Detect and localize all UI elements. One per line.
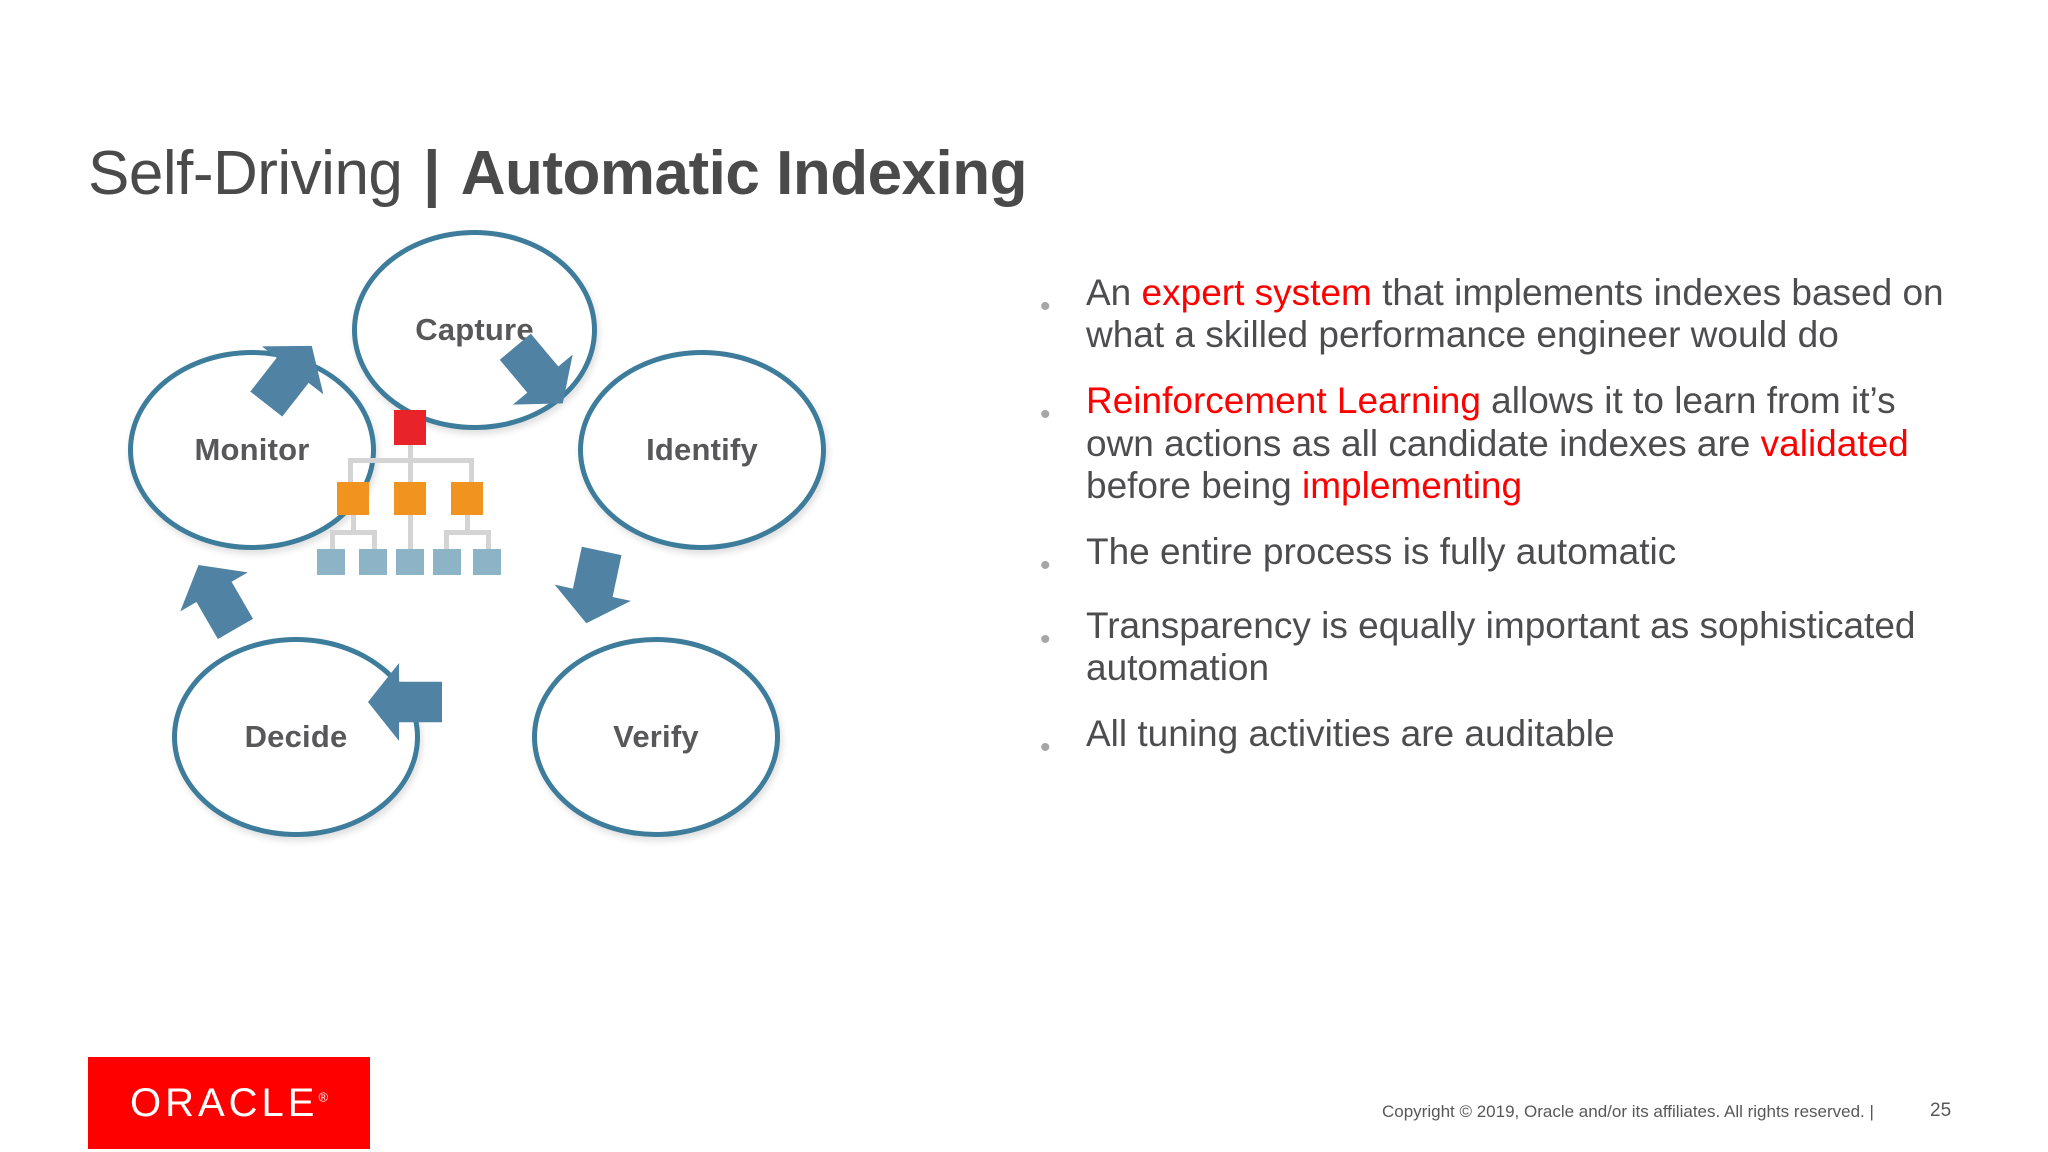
tree-connector [351, 515, 356, 533]
tree-connector [330, 530, 377, 535]
tree-leaf-node [359, 549, 387, 575]
bullet-segment: before being [1086, 464, 1303, 506]
tree-connector [330, 530, 335, 550]
bullet-segment: All tuning activities are auditable [1086, 713, 1615, 755]
cycle-node-monitor: Monitor [128, 350, 376, 550]
page-number: 25 [1930, 1100, 1952, 1121]
tree-connector [348, 458, 474, 463]
bullet-marker: • [1040, 548, 1051, 582]
tree-connector [444, 530, 491, 535]
list-item: • Transparency is equally important as s… [1040, 605, 1970, 689]
cycle-node-capture: Capture [352, 230, 597, 430]
oracle-logo: ORACLE® [88, 1057, 370, 1149]
registered-trademark-icon: ® [318, 1089, 329, 1105]
bullet-segment-highlight: expert system [1141, 272, 1372, 313]
list-item: • An expert system that implements index… [1040, 272, 1970, 356]
cycle-node-capture-label: Capture [415, 312, 534, 347]
tree-leaf-node [473, 549, 501, 575]
tree-mid-node [451, 482, 483, 515]
tree-connector [348, 458, 353, 486]
bullet-segment: Transparency is equally important as sop… [1086, 604, 1916, 689]
bullet-text: Transparency is equally important as sop… [1086, 605, 1970, 689]
cycle-node-decide-label: Decide [244, 719, 348, 754]
oracle-wordmark-text: ORACLE [129, 1080, 319, 1125]
tree-leaf-node [396, 549, 424, 575]
bullet-marker: • [1040, 290, 1051, 323]
bullet-segment-highlight: validated [1760, 422, 1909, 464]
tree-root-node [394, 410, 426, 445]
bullet-segment-highlight: Reinforcement Learning [1086, 380, 1481, 422]
bullet-list: • An expert system that implements index… [1040, 272, 1970, 787]
bullet-text: Reinforcement Learning allows it to lear… [1086, 380, 1970, 507]
cycle-diagram: Capture Identify Verify Decide Monitor [60, 230, 940, 1060]
list-item: • Reinforcement Learning allows it to le… [1040, 380, 1970, 507]
bullet-text: All tuning activities are auditable [1086, 713, 1970, 755]
bullet-text: The entire process is fully automatic [1086, 531, 1970, 573]
title-separator: | [423, 139, 441, 208]
page-title: Self-Driving | Automatic Indexing [88, 139, 1028, 208]
bullet-segment-highlight: implementing [1302, 464, 1523, 506]
cycle-node-verify-label: Verify [613, 719, 699, 754]
bullet-marker: • [1040, 731, 1051, 765]
tree-leaf-node [317, 549, 345, 575]
bullet-text: An expert system that implements indexes… [1086, 272, 1970, 356]
cycle-node-identify-label: Identify [646, 432, 758, 467]
index-tree-icon [310, 410, 510, 575]
tree-connector [372, 530, 377, 550]
title-bold-part: Automatic Indexing [460, 139, 1028, 208]
tree-mid-node [394, 482, 426, 515]
oracle-wordmark: ORACLE® [130, 1081, 328, 1126]
list-item: • All tuning activities are auditable [1040, 713, 1970, 763]
cycle-node-verify: Verify [532, 637, 780, 837]
bullet-marker: • [1040, 398, 1051, 432]
bullet-segment: that implements indexes based on what a … [1086, 272, 1944, 356]
cycle-node-identify: Identify [578, 350, 826, 550]
title-light-part: Self-Driving [88, 139, 403, 208]
bullet-marker: • [1040, 622, 1051, 656]
list-item: • The entire process is fully automatic [1040, 531, 1970, 581]
tree-connector [469, 458, 474, 486]
copyright-notice: Copyright © 2019, Oracle and/or its affi… [1382, 1102, 1874, 1121]
arrow-identify-to-verify-icon [548, 543, 640, 632]
tree-connector [465, 515, 470, 533]
tree-mid-node [337, 482, 369, 515]
bullet-segment: allows it to learn from it’s own actions… [1086, 380, 1896, 464]
bullet-segment: The entire process is fully automatic [1086, 530, 1677, 572]
tree-connector [486, 530, 491, 550]
tree-connector [444, 530, 449, 550]
arrow-decide-to-monitor-icon [165, 545, 270, 648]
cycle-node-monitor-label: Monitor [194, 432, 310, 467]
tree-leaf-node [433, 549, 461, 575]
cycle-node-decide: Decide [172, 637, 420, 837]
bullet-segment: An [1086, 272, 1142, 313]
